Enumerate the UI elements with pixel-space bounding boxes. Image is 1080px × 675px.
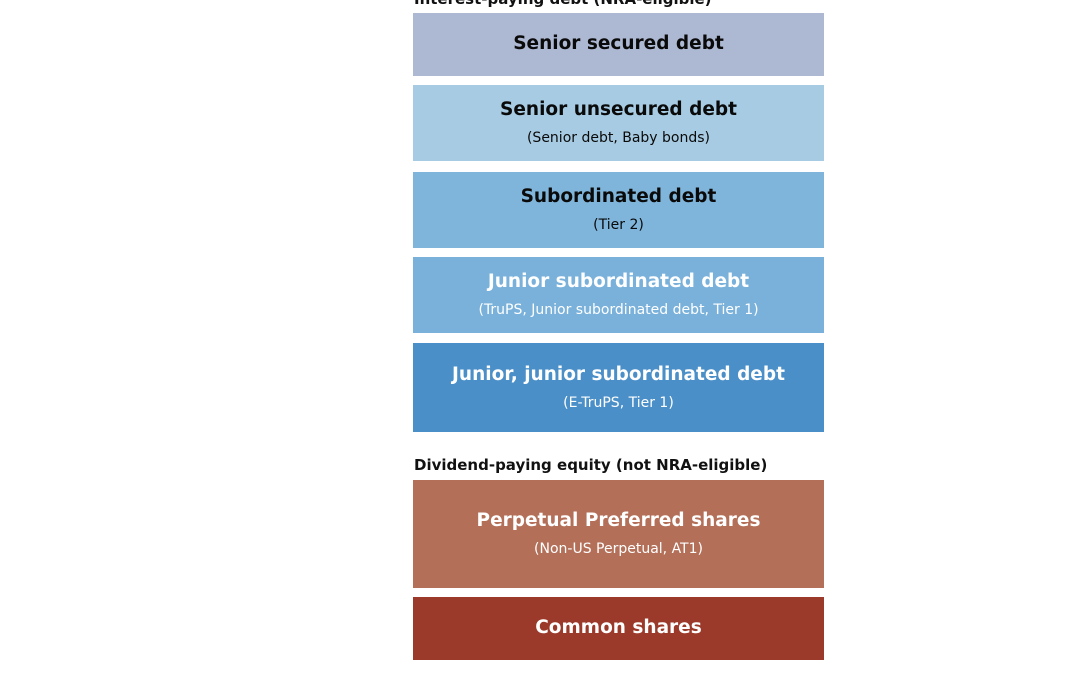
subordinated-debt-block: Subordinated debt (Tier 2) <box>413 172 824 248</box>
junior-junior-subordinated-debt-block: Junior, junior subordinated debt (E-TruP… <box>413 343 824 432</box>
block-title: Senior secured debt <box>513 33 724 55</box>
block-subtitle: (Senior debt, Baby bonds) <box>526 130 711 147</box>
senior-secured-debt-block: Senior secured debt <box>413 13 824 76</box>
block-subtitle: (E-TruPS, Tier 1) <box>563 394 674 411</box>
junior-subordinated-debt-block: Junior subordinated debt (TruPS, Junior … <box>413 257 824 333</box>
block-subtitle: (Non-US Perpetual, AT1) <box>534 541 703 558</box>
block-subtitle: (TruPS, Junior subordinated debt, Tier 1… <box>478 302 759 319</box>
equity-section-label: Dividend-paying equity (not NRA-eligible… <box>414 456 768 474</box>
block-title: Subordinated debt <box>520 186 717 207</box>
senior-unsecured-debt-block: Senior unsecured debt (Senior debt, Baby… <box>413 85 824 161</box>
common-shares-block: Common shares <box>413 597 824 660</box>
perpetual-preferred-shares-block: Perpetual Preferred shares (Non-US Perpe… <box>413 480 824 588</box>
block-subtitle: (Tier 2) <box>593 217 644 234</box>
block-title: Junior, junior subordinated debt <box>452 363 785 385</box>
block-title: Common shares <box>535 617 702 639</box>
debt-section-label: Interest-paying debt (NRA-eligible) <box>414 0 712 8</box>
block-title: Perpetual Preferred shares <box>476 510 761 531</box>
block-title: Senior unsecured debt <box>500 99 737 120</box>
block-title: Junior subordinated debt <box>487 271 750 292</box>
